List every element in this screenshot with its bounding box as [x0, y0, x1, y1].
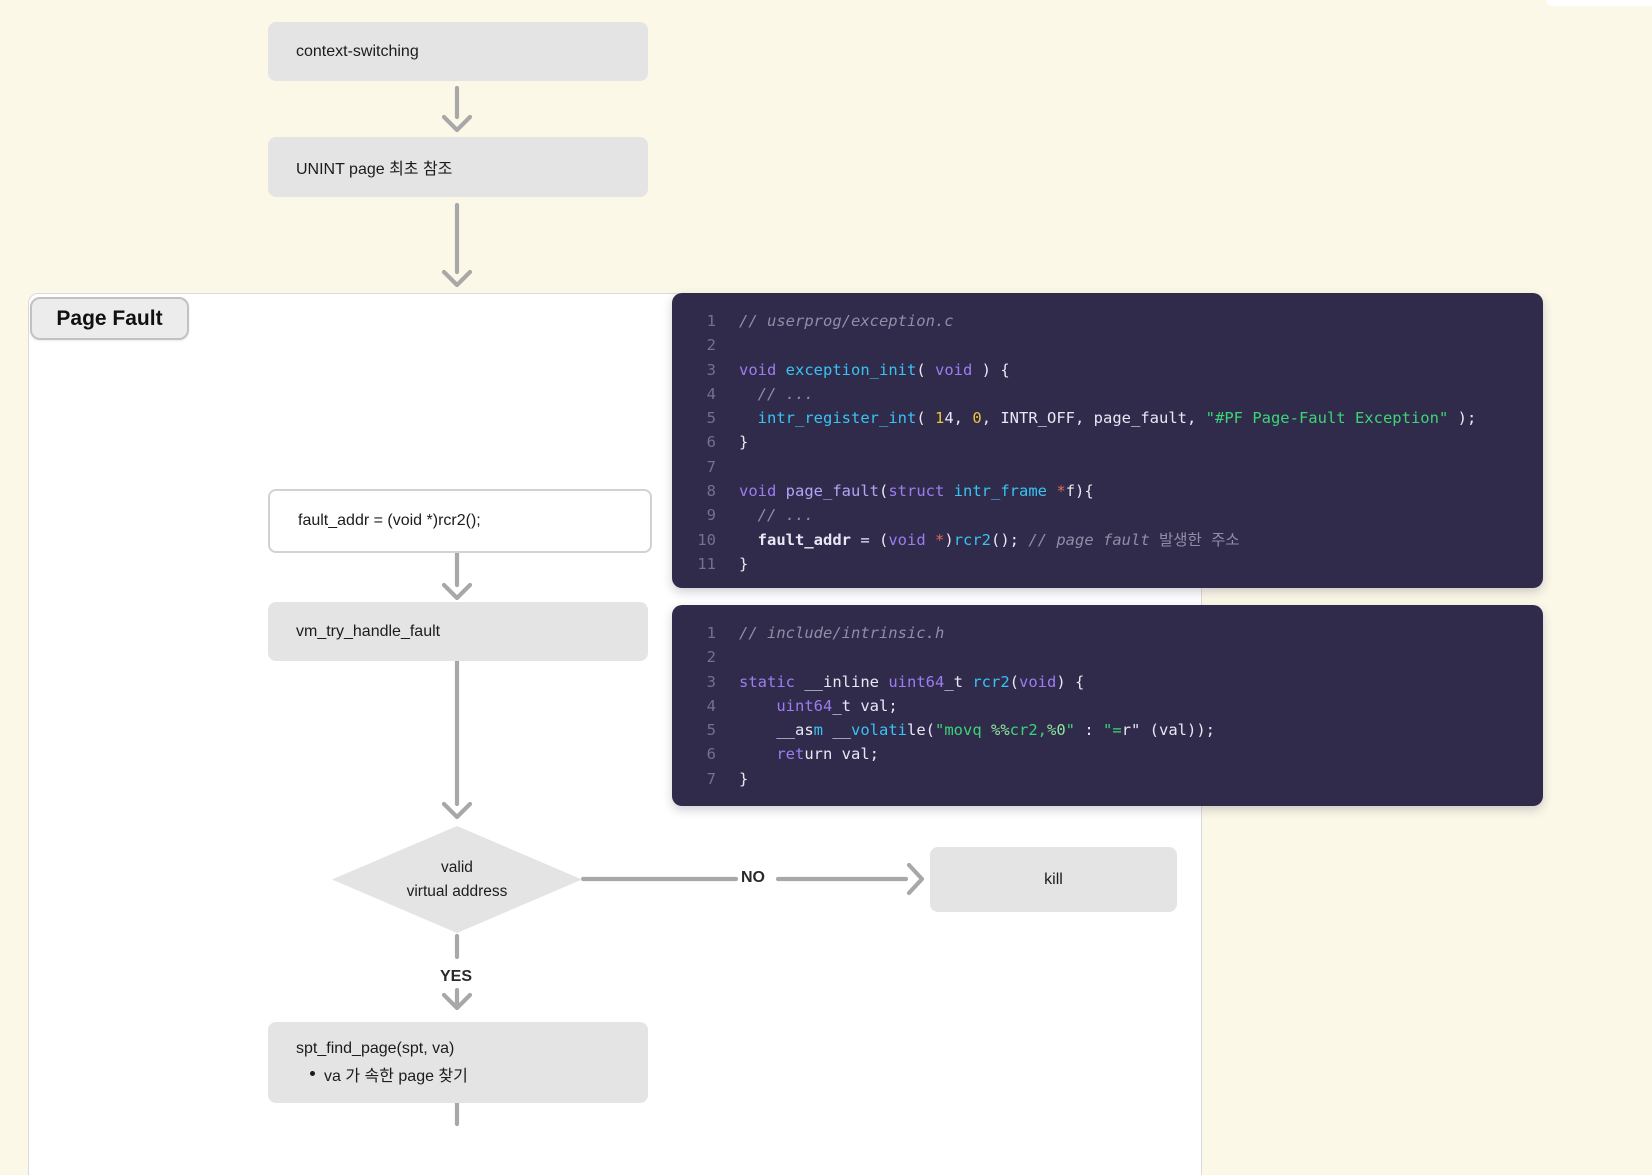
- decision-line2: virtual address: [406, 882, 508, 900]
- code-text: static __inline uint64_t rcr2(void) {: [739, 672, 1085, 691]
- line-number: 1: [706, 312, 716, 330]
- node-vm-try-handle-fault: vm_try_handle_fault: [268, 602, 648, 661]
- node-kill: kill: [930, 847, 1177, 912]
- node-label: vm_try_handle_fault: [296, 622, 441, 640]
- bullet-dot: [310, 1071, 315, 1076]
- edge-label-yes: YES: [440, 968, 473, 985]
- code-block-exception-c: 1 // userprog/exception.c 2 3 void exception…: [672, 293, 1543, 588]
- edge-label-no: NO: [741, 869, 765, 886]
- code-line: 11}: [690, 552, 1525, 576]
- line-number: 10: [697, 530, 716, 549]
- node-label: spt_find_page(spt, va): [296, 1039, 455, 1057]
- code-line: 2: [690, 333, 1525, 357]
- node-bullet-label: va 가 속한 page 찾기: [324, 1067, 468, 1085]
- code-line: 9 // ...: [690, 503, 1525, 527]
- node-fault-addr: fault_addr = (void *)rcr2();: [268, 489, 652, 553]
- code-text: }: [739, 433, 749, 452]
- code-text: void exception_init( void ) {: [739, 360, 1010, 379]
- code-text: // ...: [739, 506, 814, 525]
- line-number: 8: [706, 482, 716, 501]
- code-line: 7}: [690, 767, 1525, 791]
- line-number: 5: [706, 409, 716, 428]
- line-number: 11: [697, 554, 716, 573]
- line-number: 7: [706, 769, 716, 788]
- line-number: 9: [706, 506, 716, 525]
- code-text: return val;: [776, 745, 879, 764]
- code-line: 6}: [690, 430, 1525, 454]
- line-number: 7: [706, 457, 716, 476]
- line-number: 3: [706, 360, 716, 379]
- code-text: }: [739, 769, 749, 788]
- code-line: 6 return val;: [690, 742, 1525, 766]
- code-line: 8 void page_fault(struct intr_frame *f){: [690, 479, 1525, 503]
- arrowhead-unint-to-panel: [441, 269, 473, 288]
- code-line: 1 // include/intrinsic.h: [690, 621, 1525, 645]
- node-unint-page: UNINT page 최초 참조: [268, 137, 648, 197]
- node-context-switching: context-switching: [268, 22, 648, 81]
- code-line: 1 // userprog/exception.c: [690, 309, 1525, 333]
- line-number: 6: [706, 745, 716, 764]
- code-text: // userprog/exception.c: [739, 312, 954, 330]
- code-block-intrinsic-h: 1 // include/intrinsic.h 2 3 static __inline…: [672, 605, 1543, 806]
- code-text: uint64_t val;: [776, 696, 898, 715]
- line-number: 2: [706, 336, 716, 355]
- node-label: UNINT page 최초 참조: [296, 161, 453, 178]
- node-label: fault_addr = (void *)rcr2();: [298, 512, 481, 529]
- code-text: }: [739, 554, 749, 573]
- top-right-card-edge: [1546, 0, 1652, 6]
- line-number: 4: [706, 384, 716, 403]
- code-text: intr_register_int( 14, 0, INTR_OFF, page…: [757, 409, 1477, 428]
- code-text: // include/intrinsic.h: [739, 624, 945, 642]
- arrowhead-ctx-to-unint: [441, 114, 473, 133]
- code-text: __asm __volatile("movq %%cr2,%0" : "=r" …: [739, 721, 1216, 740]
- line-number: 1: [706, 624, 716, 642]
- line-number: 5: [706, 721, 716, 740]
- code-line: 2: [690, 645, 1525, 669]
- code-text: fault_addr = (void *)rcr2(); // page fau…: [757, 530, 1240, 549]
- section-label-page-fault: Page Fault: [30, 297, 189, 340]
- line-number: 3: [706, 672, 716, 691]
- code-line: 4 // ...: [690, 382, 1525, 406]
- node-spt-find-page: spt_find_page(spt, va) va 가 속한 page 찾기: [268, 1022, 648, 1103]
- line-number: 6: [706, 433, 716, 452]
- line-number: 4: [706, 696, 716, 715]
- code-line: 3 static __inline uint64_t rcr2(void) {: [690, 670, 1525, 694]
- code-line: 5 intr_register_int( 14, 0, INTR_OFF, pa…: [690, 406, 1525, 430]
- code-line: 10 fault_addr = (void *)rcr2(); // page …: [690, 528, 1525, 552]
- decision-line1: valid: [441, 859, 473, 877]
- node-bullet-row: va 가 속한 page 찾기: [268, 1062, 648, 1086]
- code-text: void page_fault(struct intr_frame *f){: [739, 482, 1094, 501]
- code-line: 7: [690, 455, 1525, 479]
- code-text: // ...: [739, 384, 814, 403]
- line-number: 2: [706, 648, 716, 667]
- node-label: context-switching: [296, 42, 419, 60]
- code-line: 4 uint64_t val;: [690, 694, 1525, 718]
- node-label: kill: [1044, 870, 1063, 888]
- code-line: 5 __asm __volatile("movq %%cr2,%0" : "=r…: [690, 718, 1525, 742]
- code-line: 3 void exception_init( void ) {: [690, 358, 1525, 382]
